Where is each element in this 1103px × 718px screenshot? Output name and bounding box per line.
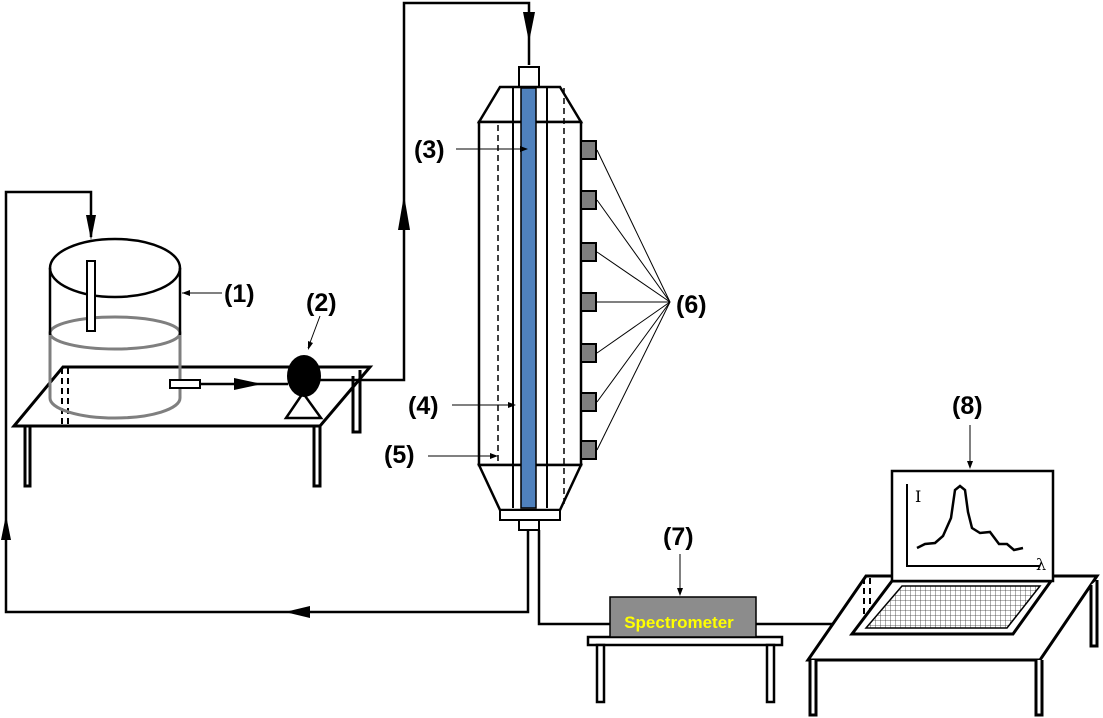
arrow-into-reactor: [523, 12, 535, 42]
pump: [283, 355, 324, 420]
uv-lamp: [520, 87, 537, 509]
arrow-to-pump: [234, 378, 262, 390]
arrow-up-left: [1, 515, 11, 540]
arrow-into-tank: [86, 215, 96, 240]
port-pointer-lines: [596, 149, 671, 451]
label-lamp: (3): [414, 136, 445, 164]
spectrometer-box: [609, 596, 757, 638]
label-computer: (8): [952, 392, 983, 420]
spectrum-axes: [906, 484, 1040, 567]
spectrum-curve: [916, 484, 1024, 552]
left-table: [10, 365, 374, 488]
wavelength-axis-label: λ: [1036, 555, 1046, 574]
label-outer-tube: (5): [384, 441, 415, 469]
sample-line-to-spectrometer: [537, 530, 612, 626]
arrow-return-left: [285, 606, 310, 618]
spectrometer-table: [586, 635, 784, 704]
spectrometer-label: Spectrometer: [624, 613, 734, 632]
label-inner-tube: (4): [408, 392, 439, 420]
label-pump: (2): [306, 289, 337, 317]
keyboard-icon: [864, 585, 1042, 629]
arrow-feed-up: [398, 195, 410, 230]
return-loop-line: [4, 190, 530, 614]
water-tank: [48, 237, 182, 420]
label-sampling-ports: (6): [676, 291, 707, 319]
sampling-ports: [580, 140, 597, 460]
label-spectrometer: (7): [663, 523, 694, 551]
tank-outlet: [169, 379, 201, 389]
intensity-axis-label: I: [915, 487, 921, 506]
computer-monitor: [890, 469, 1055, 583]
return-pipe-dip: [86, 260, 96, 332]
label-tank: (1): [224, 280, 255, 308]
